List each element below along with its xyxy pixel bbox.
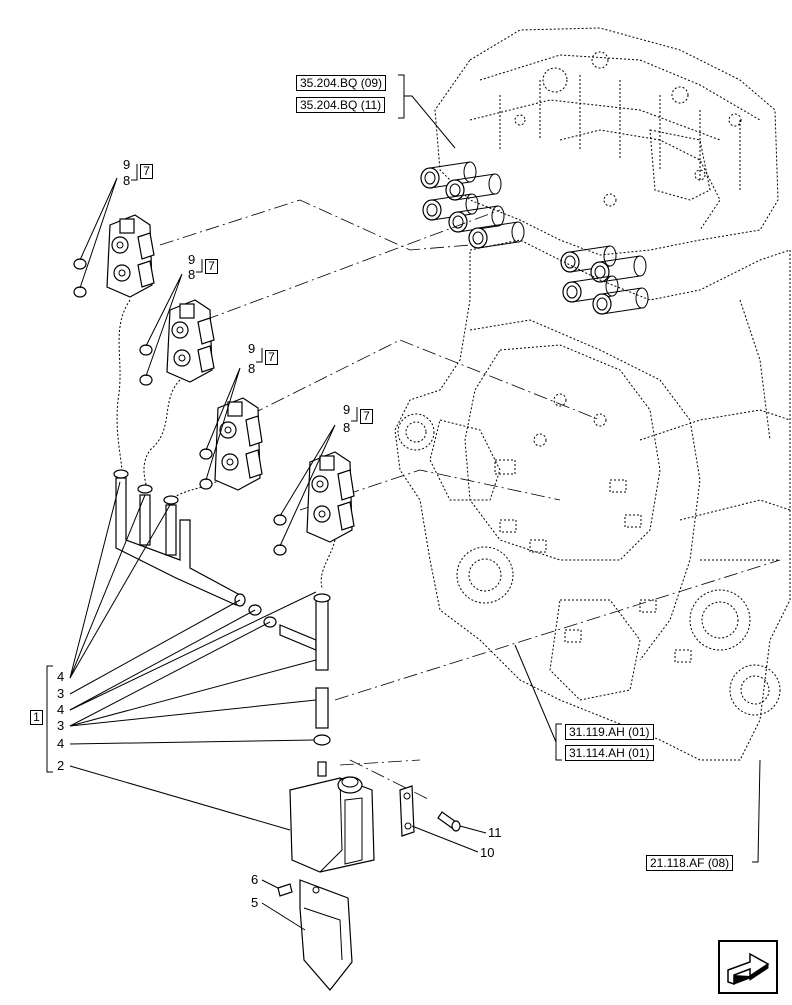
callout-9: 9 [343, 402, 351, 417]
next-page-arrow-icon[interactable] [718, 940, 778, 994]
remote-valve-stack [434, 27, 779, 256]
coupler-valve-2 [166, 299, 215, 383]
callout-11: 11 [488, 825, 502, 840]
leader-lines [46, 74, 761, 931]
drain-tube-assembly [113, 469, 331, 746]
callout-5: 5 [251, 895, 259, 910]
callout-9: 9 [248, 341, 256, 356]
callout-3: 3 [57, 686, 65, 701]
reservoir-tank [289, 761, 375, 873]
cover-plate [299, 879, 353, 991]
transmission-housing [394, 239, 791, 761]
callout-8: 8 [123, 173, 131, 188]
ref-21-118-af-08[interactable]: 21.118.AF (08) [646, 855, 734, 871]
callout-2: 2 [57, 758, 65, 773]
ref-35-204-bq-11[interactable]: 35.204.BQ (11) [296, 97, 386, 113]
callout-box-7: 7 [265, 350, 278, 365]
callout-3: 3 [57, 718, 65, 733]
callout-8: 8 [188, 267, 196, 282]
callout-box-7: 7 [140, 164, 153, 179]
quick-coupler-group [420, 161, 649, 315]
o-rings [73, 258, 287, 556]
ref-31-114-ah-01[interactable]: 31.114.AH (01) [565, 745, 654, 761]
callout-4: 4 [57, 669, 65, 684]
coupler-valve-4 [306, 451, 355, 543]
arrow-graphic [727, 952, 770, 986]
callout-box-7: 7 [360, 409, 373, 424]
callout-9: 9 [123, 157, 131, 172]
ref-31-119-ah-01[interactable]: 31.119.AH (01) [565, 724, 654, 740]
screw [277, 883, 293, 897]
callout-6: 6 [251, 872, 259, 887]
bolt [437, 811, 461, 832]
coupler-valve-3 [214, 397, 263, 491]
callout-8: 8 [248, 361, 256, 376]
callout-8: 8 [343, 420, 351, 435]
ref-35-204-bq-09[interactable]: 35.204.BQ (09) [296, 75, 387, 91]
callout-box-1: 1 [30, 710, 43, 725]
coupler-valve-1 [106, 214, 155, 298]
mounting-bracket [399, 785, 415, 837]
callout-box-7: 7 [205, 259, 218, 274]
callout-10: 10 [480, 845, 495, 860]
callout-9: 9 [188, 252, 196, 267]
callout-4: 4 [57, 702, 65, 717]
callout-4: 4 [57, 736, 65, 751]
